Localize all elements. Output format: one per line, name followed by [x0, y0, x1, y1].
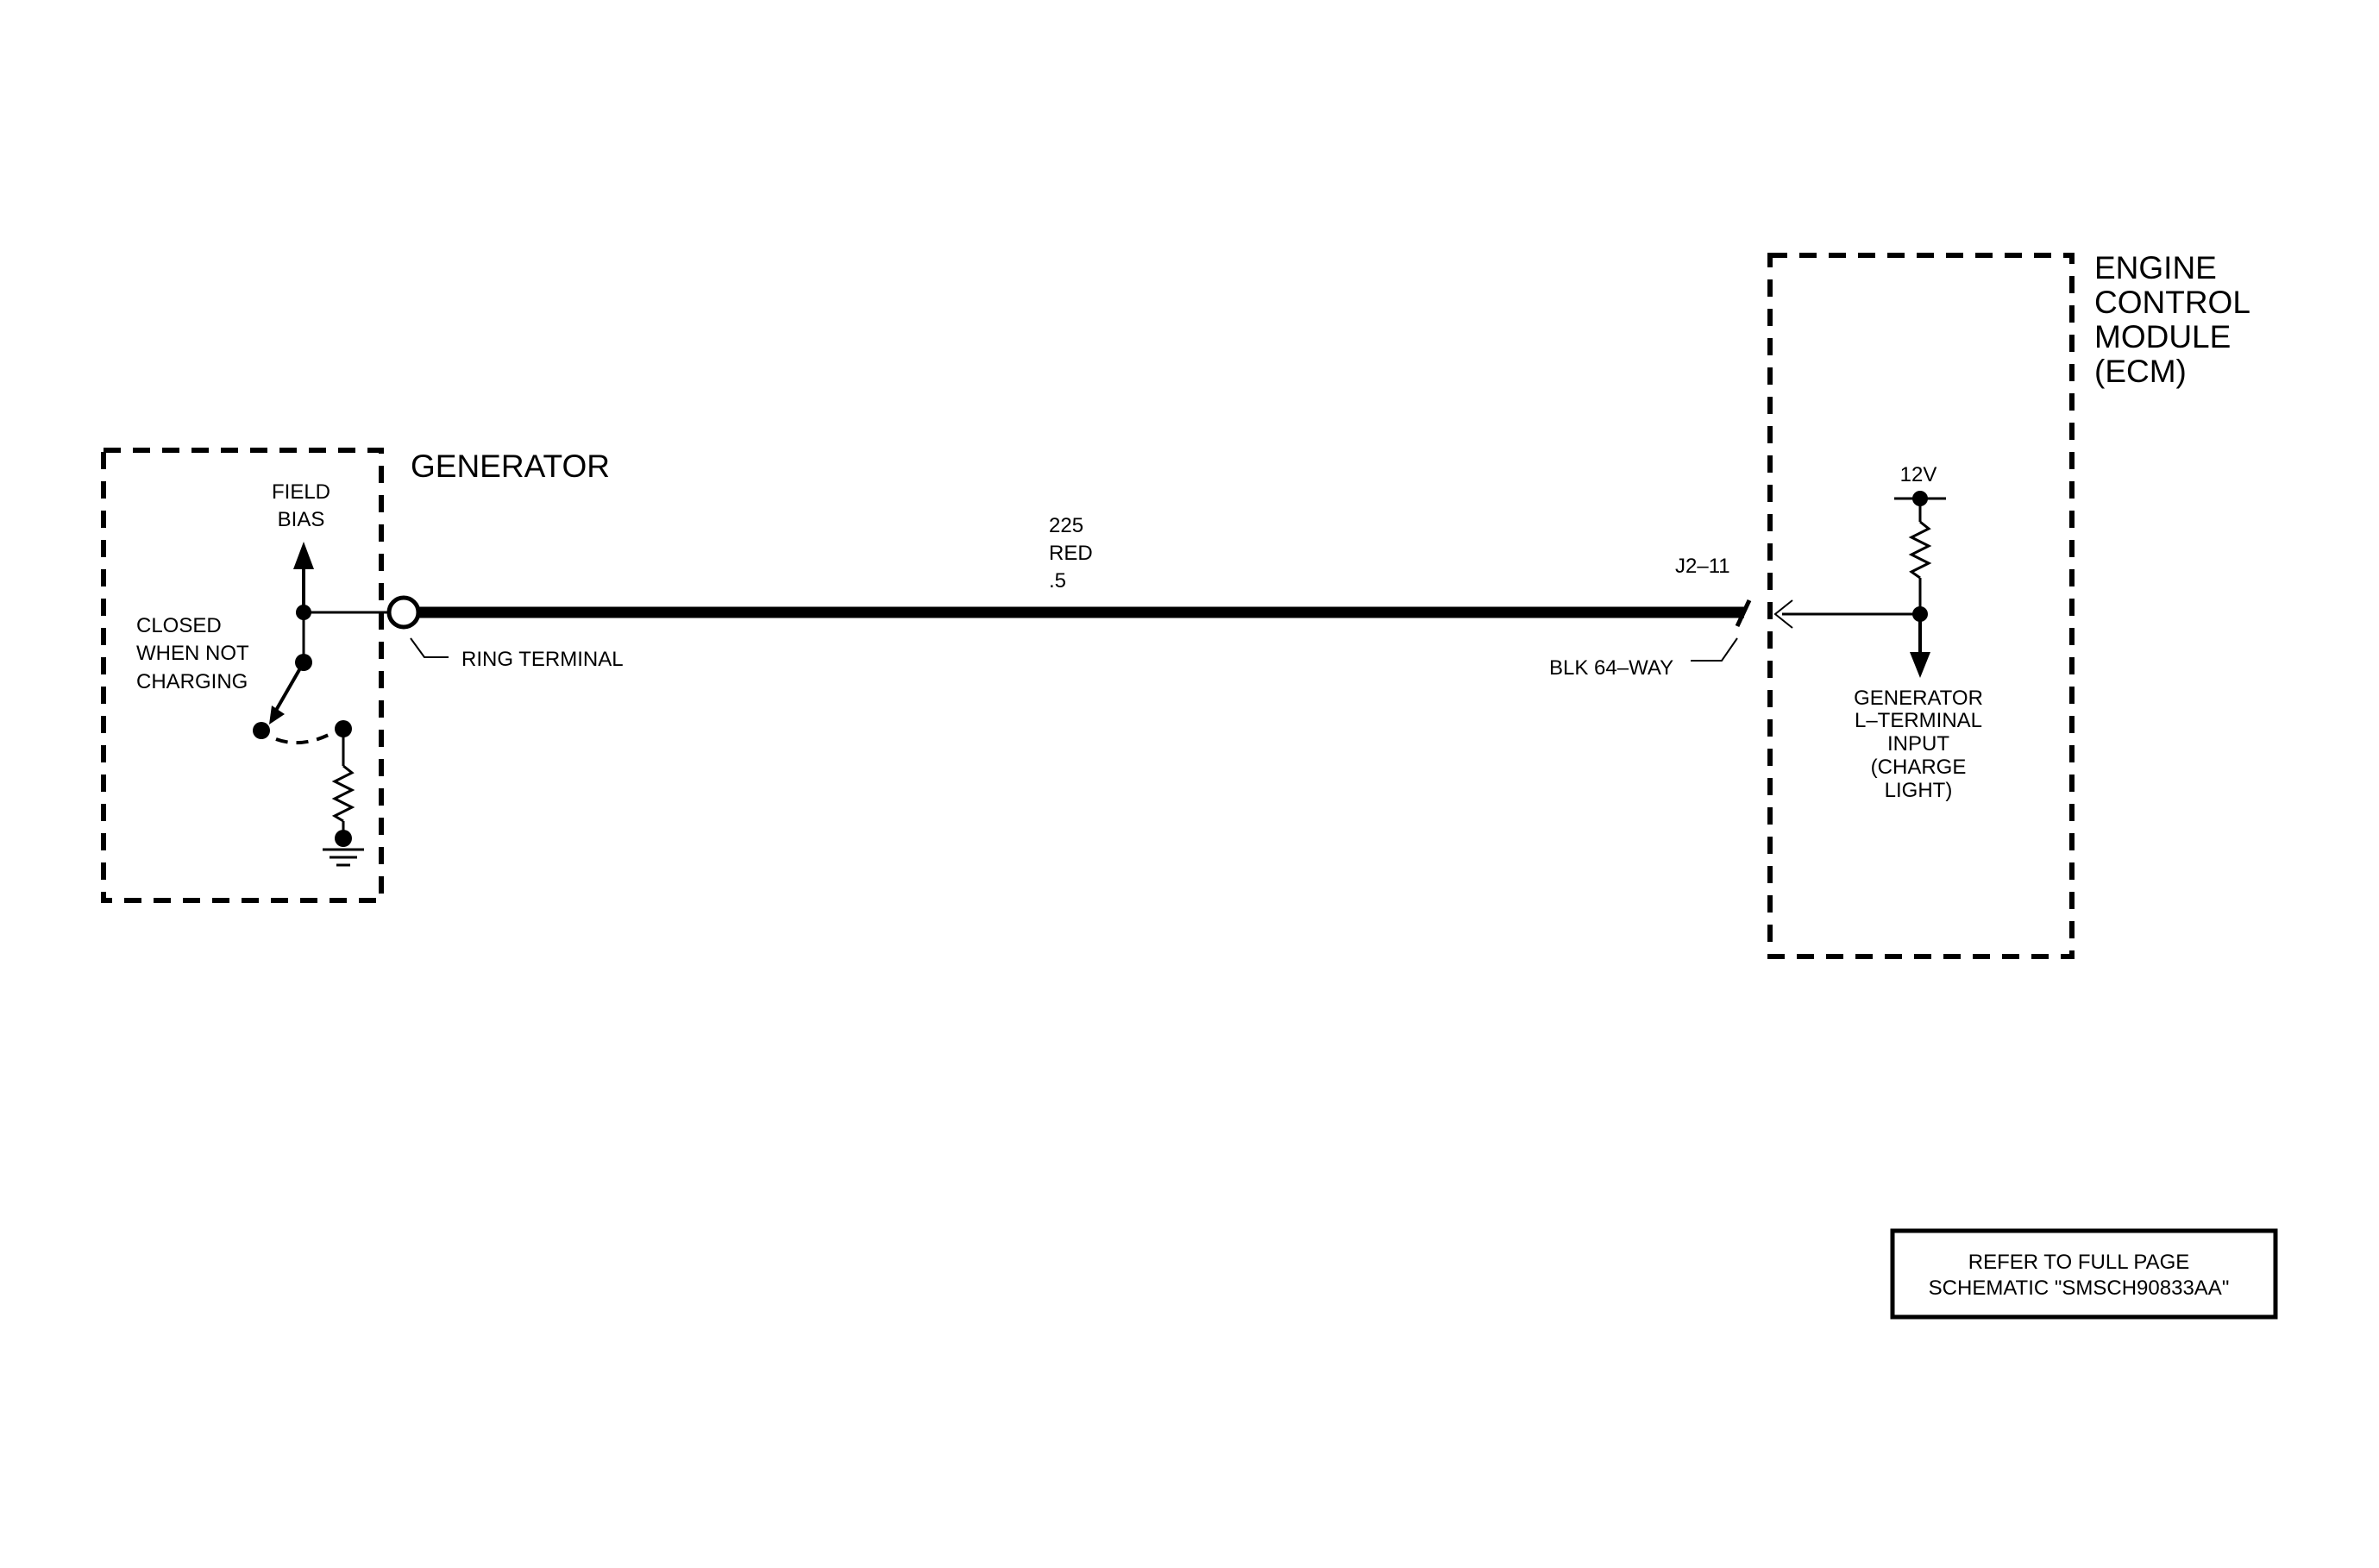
ground-icon	[323, 848, 364, 867]
input-arrow	[1910, 614, 1930, 678]
ring-terminal-leader	[410, 637, 449, 658]
generator-input-label: INPUT	[1887, 732, 1949, 756]
connector-pin-icon	[1735, 599, 1752, 628]
ecm-title: MODULE	[2094, 319, 2231, 354]
wire-color: RED	[1049, 542, 1093, 565]
connector-pin-label: J2–11	[1675, 555, 1730, 578]
connector-name-label: BLK 64–WAY	[1549, 656, 1673, 680]
ecm-title: (ECM)	[2094, 354, 2187, 389]
ecm-title: ENGINE	[2094, 250, 2217, 285]
reference-note: SCHEMATIC "SMSCH90833AA"	[1929, 1276, 2230, 1300]
generator-input-label: GENERATOR	[1854, 687, 1983, 710]
ecm-box	[1767, 253, 2075, 959]
reference-box	[1890, 1228, 2278, 1320]
charge-switch	[253, 662, 352, 745]
ring-terminal-label: RING TERMINAL	[461, 648, 624, 671]
supply-voltage-label: 12V	[1900, 463, 1937, 486]
wire-gauge: .5	[1049, 569, 1066, 593]
generator-box	[101, 448, 384, 903]
generator-input-label: LIGHT)	[1885, 779, 1953, 802]
wire-circuit-number: 225	[1049, 514, 1083, 537]
pullup-resistor	[1908, 499, 1932, 614]
connector-leader	[1691, 637, 1738, 662]
generator-resistor	[331, 729, 355, 838]
generator-title: GENERATOR	[411, 448, 610, 484]
ring-terminal-icon	[386, 595, 421, 630]
switch-note: CHARGING	[136, 670, 248, 693]
junction-dot	[296, 605, 311, 620]
generator-input-label: (CHARGE	[1871, 756, 1967, 779]
junction-dot	[335, 830, 352, 847]
connector-arrow-icon	[1773, 599, 1793, 629]
field-bias-arrow	[293, 542, 314, 612]
field-bias-label: BIAS	[278, 508, 325, 531]
field-bias-label: FIELD	[272, 480, 330, 504]
switch-note: WHEN NOT	[136, 642, 249, 665]
reference-note: REFER TO FULL PAGE	[1968, 1251, 2190, 1274]
generator-input-label: L–TERMINAL	[1855, 709, 1982, 732]
switch-note: CLOSED	[136, 614, 222, 637]
ecm-title: CONTROL	[2094, 285, 2250, 320]
